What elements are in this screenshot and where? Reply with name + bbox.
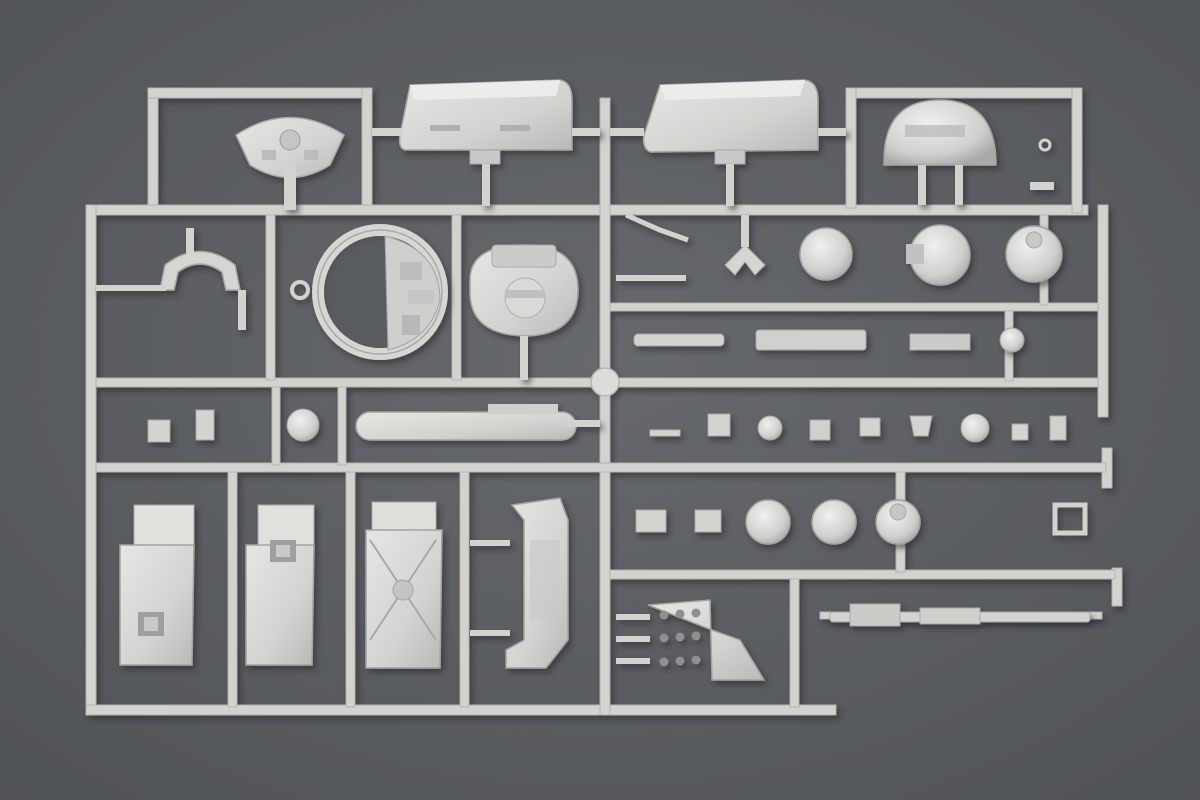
middle-row-parts	[147, 327, 1067, 443]
lower-left-parts	[119, 497, 569, 669]
upper-left-parts	[96, 79, 600, 380]
lower-right-parts	[616, 499, 1091, 681]
upper-right-parts	[610, 79, 1063, 286]
